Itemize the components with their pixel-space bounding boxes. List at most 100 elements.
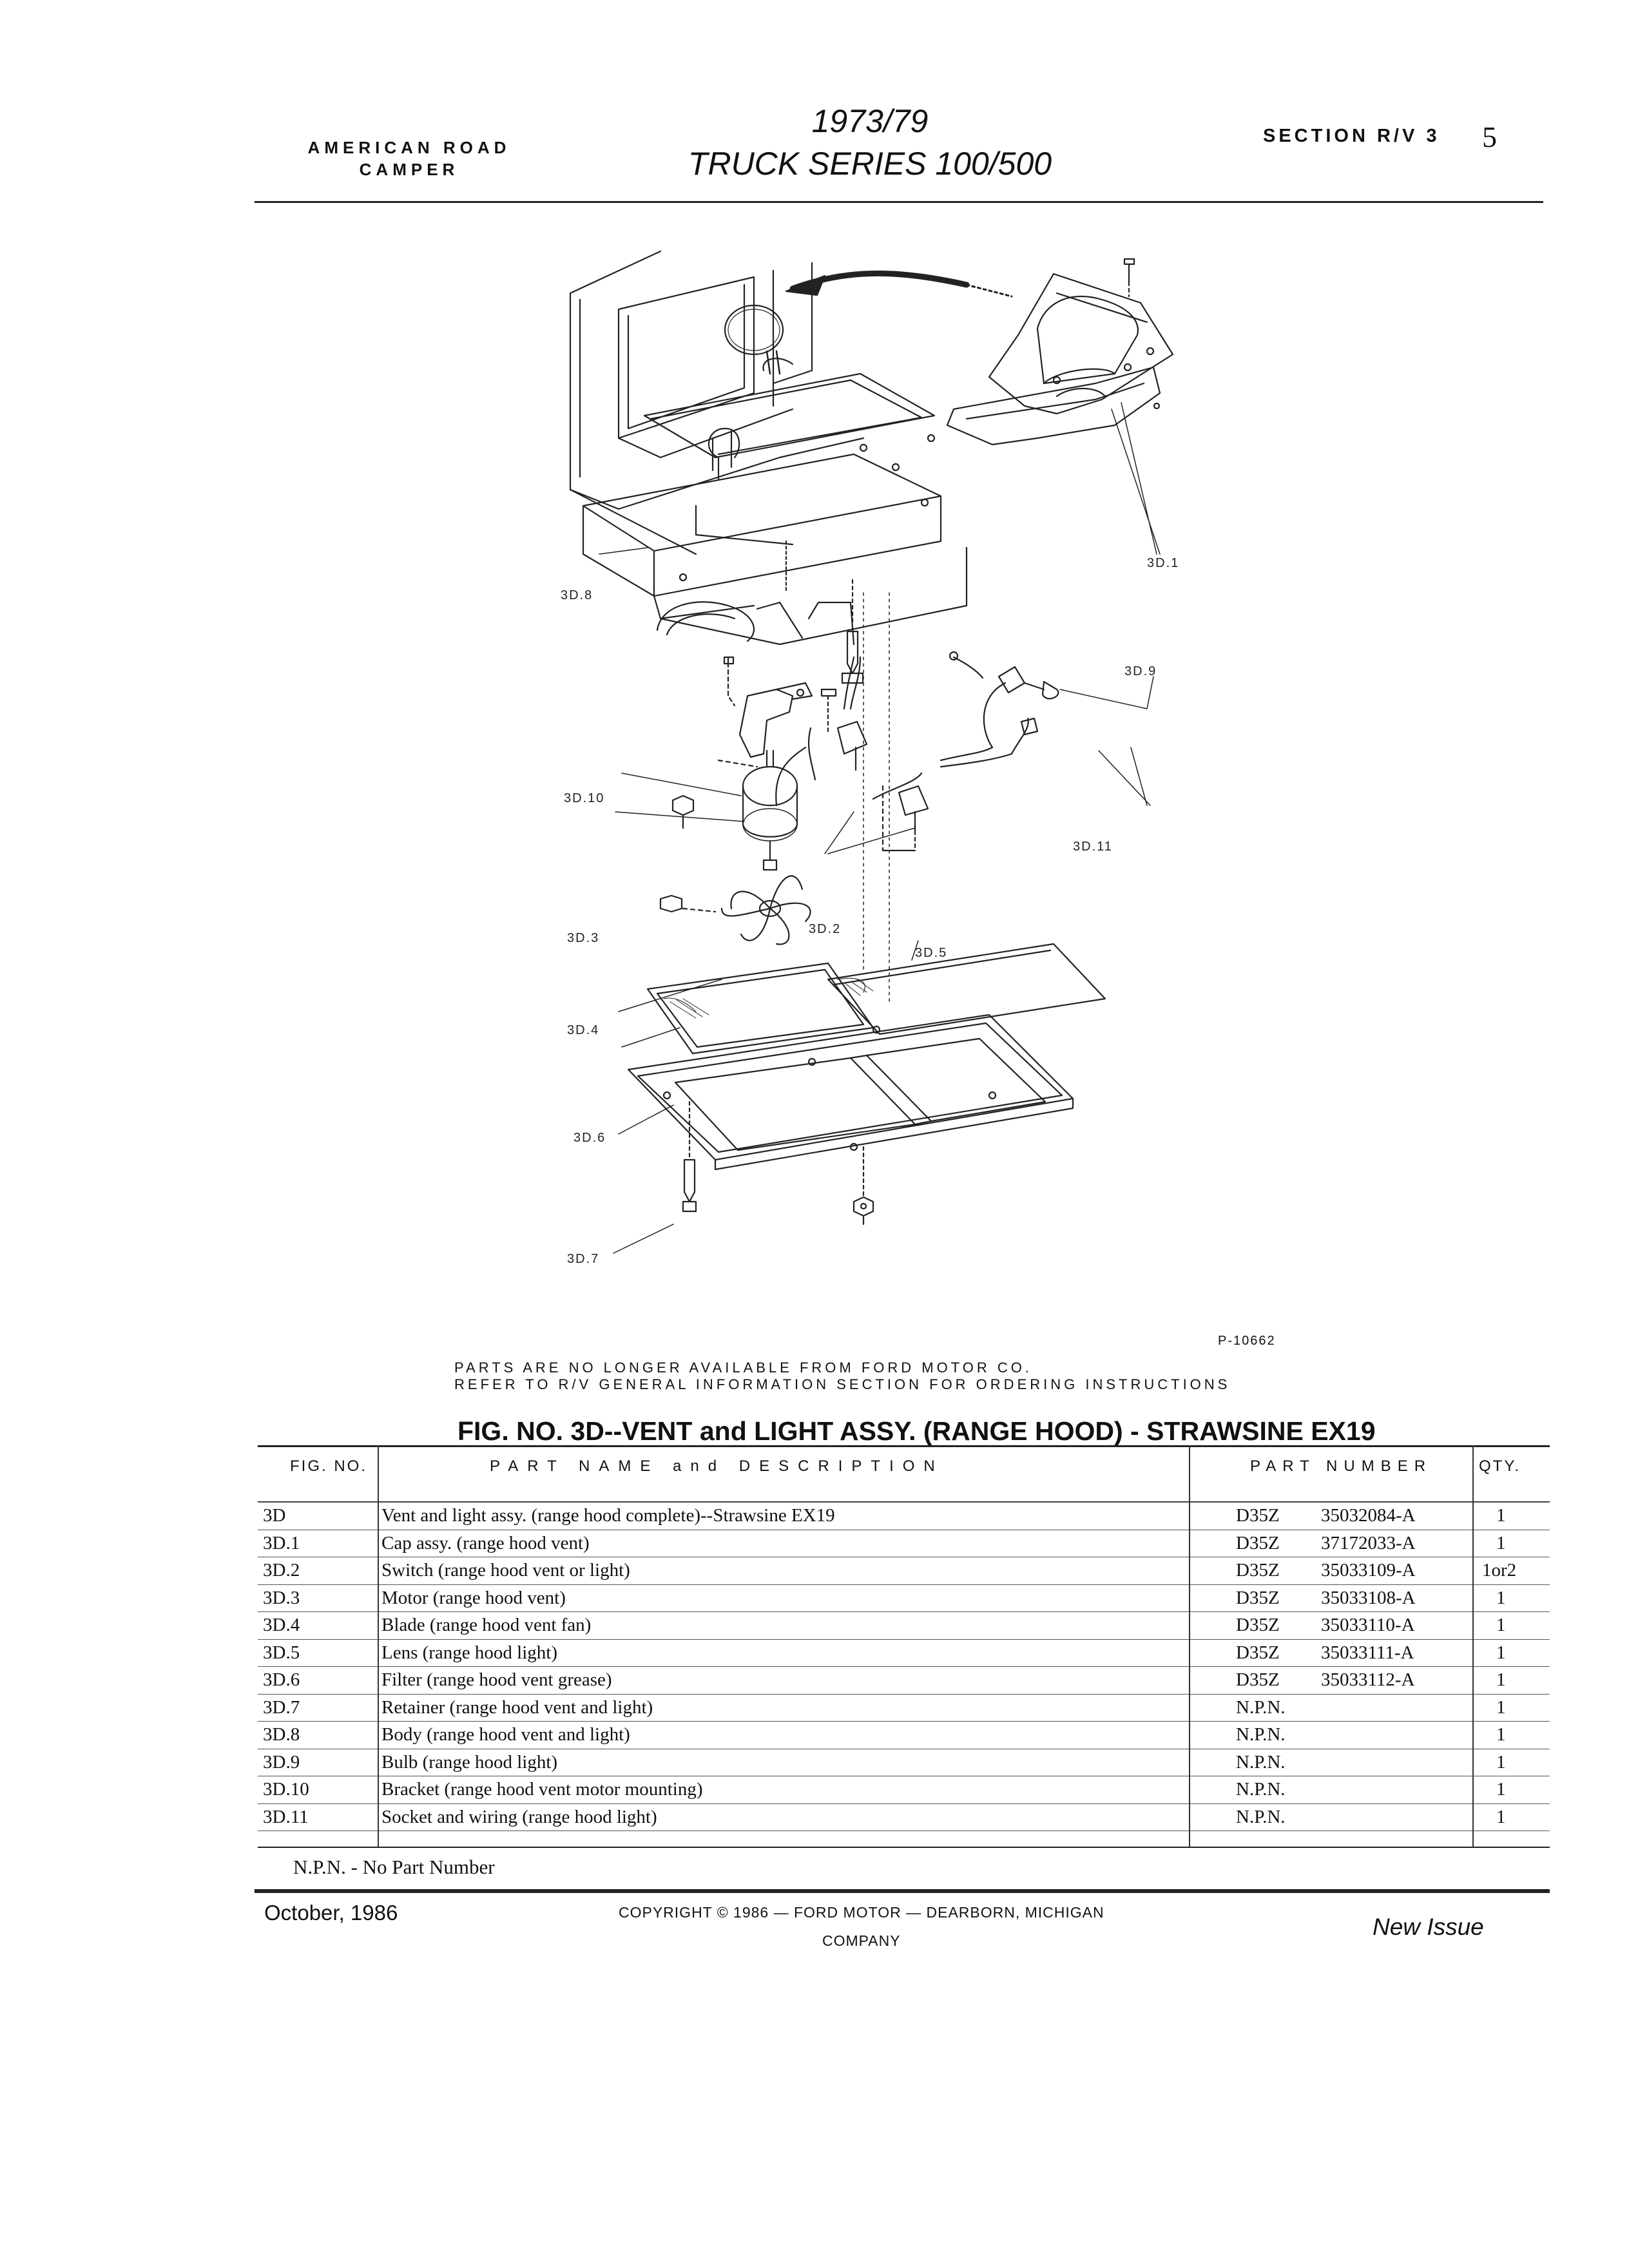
cell-qty: 1	[1496, 1532, 1506, 1553]
retainer-frame	[627, 1014, 1074, 1171]
callout-3d1: 3D.1	[1147, 556, 1179, 570]
cell-qty: 1	[1496, 1642, 1506, 1663]
light-lens	[827, 943, 1106, 1035]
cell-description: Motor (range hood vent)	[381, 1587, 566, 1608]
cell-qty: 1	[1496, 1779, 1506, 1800]
plate-number: P-10662	[1218, 1334, 1276, 1348]
callout-3d2: 3D.2	[809, 922, 841, 936]
cell-qty: 1	[1496, 1615, 1506, 1635]
cell-part-prefix: D35Z	[1236, 1587, 1280, 1608]
fan-blade	[659, 875, 811, 945]
cell-part-prefix: N.P.N.	[1236, 1806, 1286, 1827]
exploded-diagram: 3D.1 3D.8 3D.9 3D.10 3D.11 3D.3 3D.2 3D.…	[561, 250, 1179, 1266]
cell-fig-no: 3D.11	[263, 1806, 309, 1827]
header-rule	[255, 201, 1543, 203]
cell-part-prefix: D35Z	[1236, 1642, 1280, 1663]
callout-3d8: 3D.8	[561, 588, 593, 602]
guide-lines	[863, 592, 890, 1006]
cell-part-number: 35033112-A	[1321, 1669, 1415, 1690]
cell-part-prefix: N.P.N.	[1236, 1779, 1286, 1800]
bottom-screw-left	[682, 1100, 697, 1213]
cell-part-number: 35033109-A	[1321, 1560, 1416, 1581]
cell-part-prefix: D35Z	[1236, 1532, 1280, 1553]
table-row: 3D.1 Cap assy. (range hood vent) D35Z 37172…	[258, 1530, 1550, 1557]
cell-fig-no: 3D.6	[263, 1669, 300, 1690]
cell-qty: 1	[1496, 1696, 1506, 1718]
callout-3d5: 3D.5	[915, 946, 947, 960]
table-row: 3D.11 Socket and wiring (range hood light…	[258, 1804, 1550, 1831]
col-divider-2	[1189, 1445, 1190, 1848]
grease-filter	[646, 962, 881, 1055]
mounting-screw	[841, 579, 864, 684]
cell-qty: 1or2	[1482, 1560, 1517, 1581]
direction-arrow	[785, 270, 1013, 298]
cell-description: Bracket (range hood vent motor mounting)	[381, 1779, 703, 1800]
callout-3d4: 3D.4	[567, 1023, 599, 1037]
table-row: 3D.7 Retainer (range hood vent and light)…	[258, 1695, 1550, 1722]
cell-description: Switch (range hood vent or light)	[381, 1560, 630, 1581]
footer-copyright: COPYRIGHT © 1986 — FORD MOTOR — DEARBORN…	[619, 1898, 1104, 1955]
cell-description: Lens (range hood light)	[381, 1642, 558, 1663]
cabinet-housing	[569, 250, 865, 555]
callout-3d9: 3D.9	[1124, 664, 1157, 678]
switches-and-wiring	[775, 651, 1059, 852]
fan-motor	[671, 749, 798, 871]
cell-part-prefix: N.P.N.	[1236, 1751, 1286, 1773]
footer-copyright-line2: COMPANY	[822, 1932, 901, 1949]
table-row: 3D.10 Bracket (range hood vent motor moun…	[258, 1776, 1550, 1804]
footer-copyright-line1: COPYRIGHT © 1986 — FORD MOTOR — DEARBORN…	[619, 1904, 1104, 1921]
callout-3d3: 3D.3	[567, 931, 599, 945]
cell-part-number: 37172033-A	[1321, 1532, 1416, 1553]
header-company: AMERICAN ROAD CAMPER	[303, 137, 516, 180]
cell-description: Body (range hood vent and light)	[381, 1724, 630, 1745]
page-number: 5	[1482, 120, 1497, 153]
cell-description: Vent and light assy. (range hood complet…	[381, 1505, 835, 1526]
cell-description: Filter (range hood vent grease)	[381, 1669, 612, 1690]
cell-fig-no: 3D.7	[263, 1696, 300, 1718]
header-years: 1973/79	[811, 103, 929, 139]
cell-description: Cap assy. (range hood vent)	[381, 1532, 590, 1553]
footer-date: October, 1986	[264, 1901, 398, 1925]
cell-qty: 1	[1496, 1669, 1506, 1690]
availability-note-line2: REFER TO R/V GENERAL INFORMATION SECTION…	[454, 1376, 1231, 1392]
cell-description: Retainer (range hood vent and light)	[381, 1696, 653, 1718]
cell-fig-no: 3D.1	[263, 1532, 300, 1553]
col-header-description: PART NAME and DESCRIPTION	[490, 1457, 944, 1475]
cell-qty: 1	[1496, 1751, 1506, 1773]
header-series: TRUCK SERIES 100/500	[688, 146, 1052, 182]
bottom-nut-right	[853, 1146, 874, 1225]
header-company-line2: CAMPER	[359, 160, 459, 179]
cell-fig-no: 3D.8	[263, 1724, 300, 1745]
cell-fig-no: 3D.4	[263, 1615, 300, 1635]
footer-issue: New Issue	[1373, 1914, 1484, 1940]
col-divider-3	[1472, 1445, 1474, 1848]
cell-qty: 1	[1496, 1724, 1506, 1745]
availability-note: PARTS ARE NO LONGER AVAILABLE FROM FORD …	[454, 1360, 1230, 1393]
fan-box-body	[582, 350, 968, 646]
cell-part-prefix: D35Z	[1236, 1505, 1280, 1526]
vent-cap-assembly	[946, 258, 1174, 446]
cell-description: Socket and wiring (range hood light)	[381, 1806, 657, 1827]
cell-part-prefix: D35Z	[1236, 1615, 1280, 1635]
header-section: SECTION R/V 3	[1263, 126, 1440, 146]
cell-part-number: 35033108-A	[1321, 1587, 1416, 1608]
cell-qty: 1	[1496, 1806, 1506, 1827]
cell-qty: 1	[1496, 1505, 1506, 1526]
cell-description: Blade (range hood vent fan)	[381, 1615, 592, 1635]
leader-lines	[599, 402, 1161, 1254]
callout-3d10: 3D.10	[564, 791, 604, 805]
callout-3d11: 3D.11	[1073, 840, 1113, 854]
cell-part-number: 35032084-A	[1321, 1505, 1416, 1526]
cell-part-prefix: N.P.N.	[1236, 1696, 1286, 1718]
col-header-qty: QTY.	[1479, 1457, 1521, 1475]
table-header: FIG. NO. PART NAME and DESCRIPTION PART …	[258, 1445, 1550, 1503]
cell-fig-no: 3D.10	[263, 1779, 309, 1800]
footer-rule	[255, 1889, 1550, 1893]
cell-part-number: 35033111-A	[1321, 1642, 1414, 1663]
